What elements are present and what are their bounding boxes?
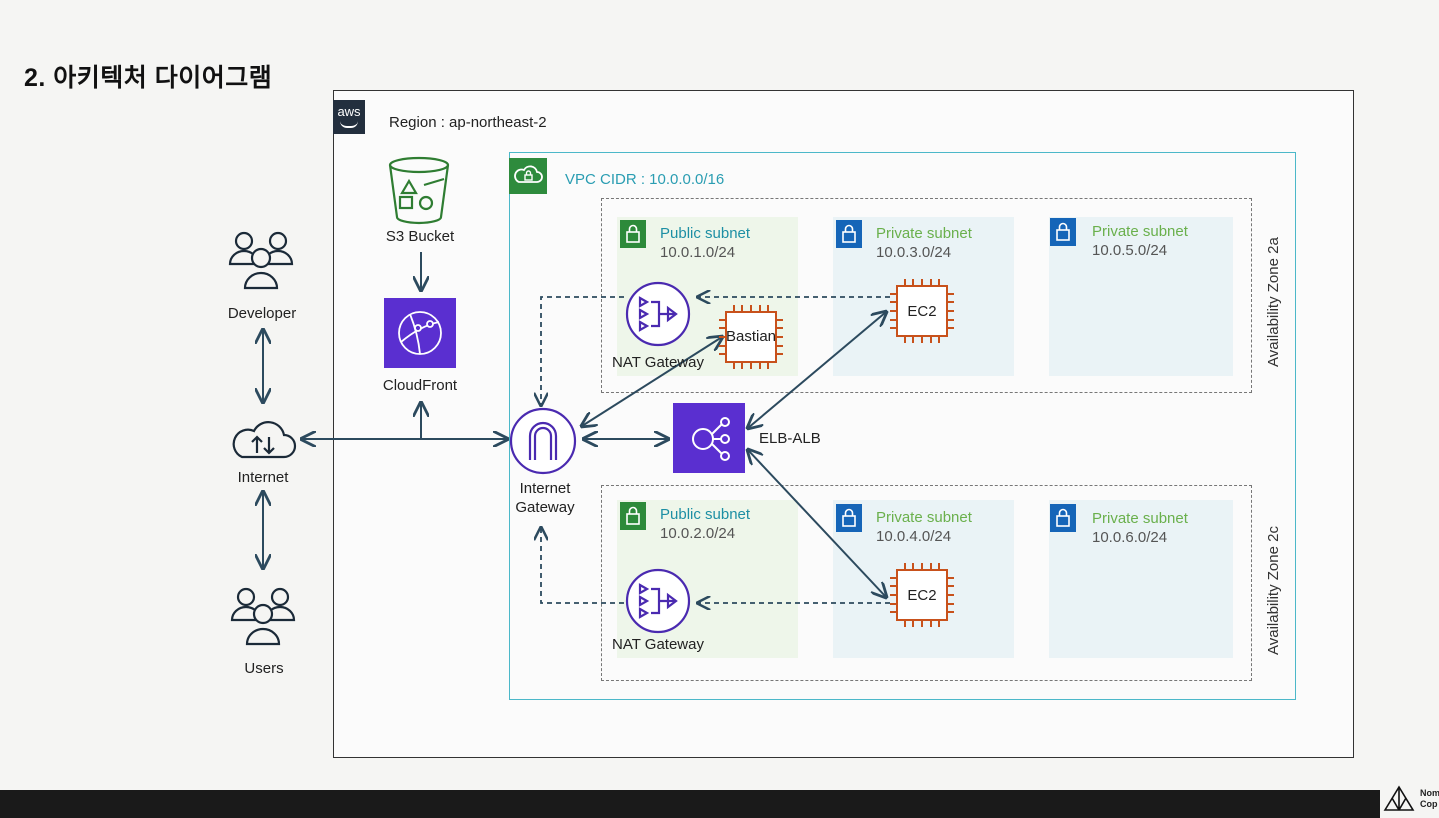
subnet-cidr: 10.0.1.0/24 (660, 244, 736, 261)
developer-group-icon (226, 228, 298, 294)
aws-logo-text: aws (337, 104, 361, 119)
cloudfront-icon (384, 298, 456, 368)
subnet-cidr: 10.0.6.0/24 (1092, 529, 1168, 546)
ec2-label: EC2 (907, 303, 937, 320)
page-title: 2. 아키텍처 다이어그램 (24, 64, 273, 92)
aws-logo: aws (333, 100, 365, 134)
public-subnet-lock-icon (620, 220, 646, 248)
vpc-label: VPC CIDR : 10.0.0.0/16 (565, 171, 725, 188)
nat-gateway-icon (624, 567, 692, 635)
ec2-chip-icon (888, 561, 956, 629)
vpc-container (509, 152, 1296, 700)
subnet-cidr: 10.0.4.0/24 (876, 528, 952, 545)
ec2-label: EC2 (907, 587, 937, 604)
ec2-chip-icon (888, 277, 956, 345)
availability-zone-2a (601, 198, 1252, 393)
nat-gateway-label: NAT Gateway (612, 636, 704, 653)
subnet-private-2a-2 (1049, 217, 1233, 376)
bastion-label: Bastian (725, 328, 777, 345)
subnet-title: Public subnet (660, 506, 751, 523)
footer-logo-icon (1383, 785, 1415, 811)
subnet-title: Private subnet (1092, 510, 1188, 527)
elb-alb-icon (673, 403, 745, 473)
subnet-cidr: 10.0.3.0/24 (876, 244, 952, 261)
nat-gateway-label: NAT Gateway (612, 354, 704, 371)
footer-logo: Nom Cop (1380, 780, 1439, 818)
subnet-cidr: 10.0.2.0/24 (660, 525, 736, 542)
internet-gateway-label-2: Gateway (515, 499, 575, 516)
users-group-icon (228, 584, 300, 650)
region-label: Region : ap-northeast-2 (389, 114, 547, 131)
vpc-cloud-icon (509, 158, 547, 194)
subnet-title: Private subnet (876, 225, 972, 242)
internet-label: Internet (237, 469, 289, 486)
subnet-private-2c-2 (1049, 500, 1233, 658)
private-subnet-lock-icon (836, 220, 862, 248)
subnet-title: Public subnet (660, 225, 751, 242)
s3-bucket-label: S3 Bucket (385, 228, 455, 245)
elb-alb-label: ELB-ALB (759, 430, 821, 447)
s3-bucket-icon (386, 155, 452, 225)
private-subnet-lock-icon (1050, 504, 1076, 532)
private-subnet-lock-icon (1050, 218, 1076, 246)
subnet-title: Private subnet (1092, 223, 1188, 240)
subnet-title: Private subnet (876, 509, 972, 526)
bastion-chip-icon (717, 303, 785, 371)
internet-gateway-label-1: Internet (519, 480, 571, 497)
users-label: Users (244, 660, 284, 677)
footer-logo-text: Nom Cop (1420, 788, 1439, 809)
internet-cloud-icon (228, 415, 298, 463)
developer-label: Developer (227, 305, 297, 322)
subnet-cidr: 10.0.5.0/24 (1092, 242, 1168, 259)
public-subnet-lock-icon (620, 502, 646, 530)
nat-gateway-icon (624, 280, 692, 348)
footer-bar (0, 790, 1439, 818)
availability-zone-2c (601, 485, 1252, 681)
internet-gateway-icon (508, 406, 578, 476)
cloudfront-label: CloudFront (382, 377, 458, 394)
